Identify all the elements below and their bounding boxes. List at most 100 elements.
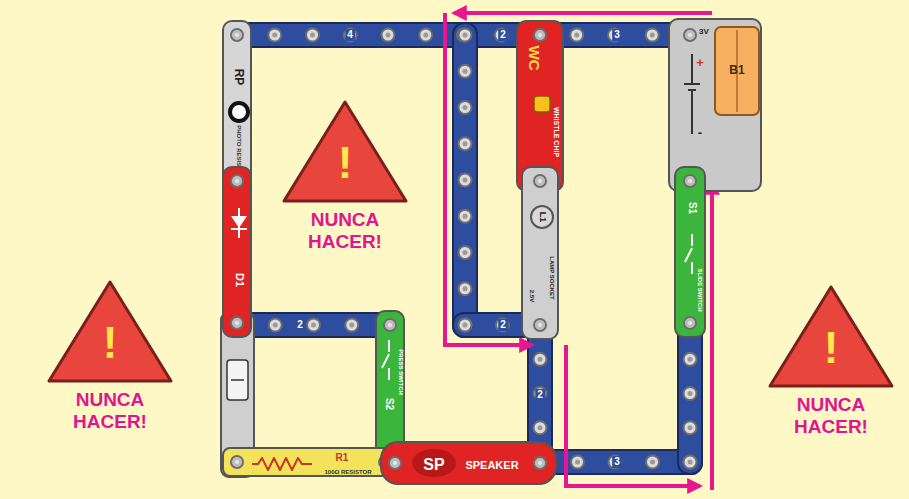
- part-text: SLIDE SWITCH: [697, 269, 703, 312]
- snap-post: [495, 29, 508, 42]
- part-symbol: [379, 340, 399, 384]
- part-text: LAMP SOCKET: [549, 256, 555, 300]
- warning-sign: ! NUNCA HACER!: [766, 282, 896, 457]
- snap-post-center: [650, 33, 655, 38]
- snap-post: [459, 137, 472, 150]
- snap-post: [459, 65, 472, 78]
- snap-post-center: [463, 105, 468, 110]
- snap-post-center: [349, 323, 354, 328]
- slide-switch: S1SLIDE SWITCH: [674, 166, 706, 338]
- snap-post-center: [463, 214, 468, 219]
- snap-post-center: [463, 286, 468, 291]
- snap-post: [684, 387, 697, 400]
- lamp-socket: L1 2.5V LAMP SOCKET: [521, 166, 559, 340]
- snap-post-center: [688, 357, 693, 362]
- wire-number: 2: [295, 319, 305, 331]
- snap-post: [306, 29, 319, 42]
- snap-post: [533, 174, 547, 188]
- snap-post: [268, 29, 281, 42]
- snap-post: [459, 174, 472, 187]
- part-text: -: [698, 126, 702, 139]
- warning-text: NUNCA HACER!: [280, 209, 410, 253]
- snap-post: [459, 282, 472, 295]
- snap-post-center: [463, 250, 468, 255]
- snap-post: [307, 319, 320, 332]
- snap-post-center: [310, 33, 315, 38]
- wire-number: 3: [612, 456, 622, 468]
- snap-post: [609, 456, 622, 469]
- snap-post: [570, 29, 583, 42]
- snap-post-center: [463, 33, 468, 38]
- warning-text: NUNCA HACER!: [45, 389, 175, 433]
- snap-post: [534, 353, 547, 366]
- snap-post: [684, 29, 697, 42]
- snap-post: [230, 28, 244, 42]
- wire-number: 2: [498, 319, 508, 331]
- snap-post: [646, 456, 659, 469]
- snap-post-center: [463, 141, 468, 146]
- snap-post: [683, 316, 697, 330]
- snap-post-center: [574, 33, 579, 38]
- part-text: B1: [729, 64, 744, 76]
- part-label: WC: [527, 46, 542, 71]
- snap-post-center: [423, 33, 428, 38]
- diode: D1: [222, 166, 252, 338]
- snap-wire: [453, 23, 477, 337]
- snap-post: [534, 387, 547, 400]
- part-symbol: [532, 94, 552, 118]
- snap-post: [684, 421, 697, 434]
- snap-post: [534, 421, 547, 434]
- exclamation-mark: !: [103, 321, 118, 365]
- part-label: S1: [687, 202, 697, 214]
- snap-post-center: [538, 425, 543, 430]
- part-label: SP: [423, 457, 444, 473]
- part-text: WHISTLE CHIP: [553, 107, 560, 157]
- snap-post-center: [463, 323, 468, 328]
- part-text: PRESS SWITCH: [398, 349, 404, 395]
- snap-post: [230, 316, 244, 330]
- snap-post-center: [272, 33, 277, 38]
- part-label: R1: [336, 453, 349, 463]
- snap-post: [684, 456, 697, 469]
- wire-number: 2: [535, 389, 545, 401]
- snap-post: [269, 319, 282, 332]
- part-label: D1: [234, 273, 245, 287]
- part-text: SPEAKER: [465, 460, 518, 471]
- exclamation-mark: !: [824, 326, 839, 370]
- snap-post-center: [688, 391, 693, 396]
- snap-post: [459, 246, 472, 259]
- snap-post-center: [273, 323, 278, 328]
- wire-number: 2: [498, 29, 508, 41]
- part-text: 100Ω RESISTOR: [324, 469, 371, 475]
- snap-post: [384, 319, 397, 332]
- resistor: R1 100Ω RESISTOR: [222, 447, 400, 477]
- part-text: 2.5V: [529, 290, 535, 302]
- snap-post-center: [688, 460, 693, 465]
- snap-post: [459, 29, 472, 42]
- snap-post: [534, 319, 547, 332]
- snap-post: [683, 28, 697, 42]
- snap-post-center: [463, 69, 468, 74]
- warning-text: NUNCA HACER!: [766, 394, 896, 438]
- snap-post: [646, 29, 659, 42]
- snap-post: [608, 29, 621, 42]
- snap-post: [419, 29, 432, 42]
- snap-post: [459, 101, 472, 114]
- snap-post: [459, 319, 472, 332]
- part-symbol: [252, 457, 312, 475]
- snap-post: [533, 28, 547, 42]
- part-label: L1: [538, 212, 547, 223]
- snap-post: [684, 353, 697, 366]
- snap-post-center: [386, 33, 391, 38]
- snap-post: [571, 456, 584, 469]
- part-label: RP: [233, 69, 245, 86]
- part-symbol: [228, 208, 250, 242]
- snap-post-center: [538, 357, 543, 362]
- part-text: +: [696, 56, 704, 69]
- snap-post: [382, 29, 395, 42]
- snap-post: [388, 456, 402, 470]
- snap-post: [344, 29, 357, 42]
- snap-post: [383, 318, 397, 332]
- snap-post: [230, 455, 244, 469]
- snap-post: [459, 319, 472, 332]
